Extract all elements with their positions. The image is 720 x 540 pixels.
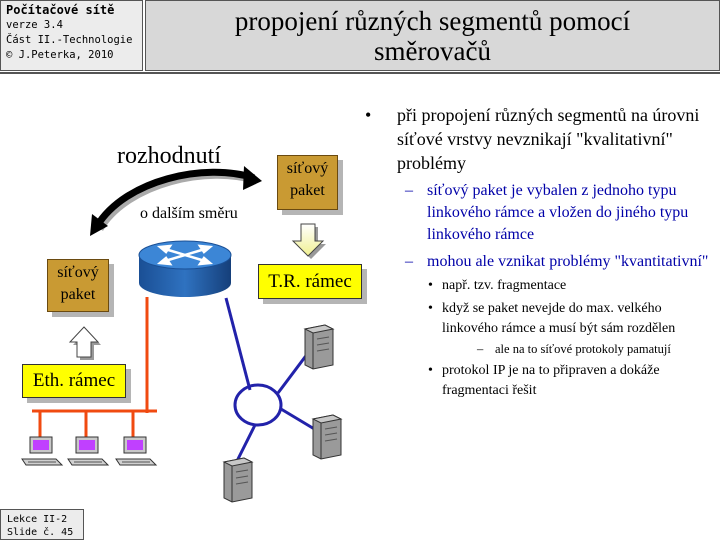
packet-right: síťový paket	[277, 155, 338, 210]
server-icon	[303, 324, 335, 370]
bullet-sub-2-subitem: –ale na to síťové protokoly pamatují	[365, 341, 715, 358]
packet-left: síťový paket	[47, 259, 109, 312]
server-icon	[311, 414, 343, 460]
network-diagram	[21, 166, 343, 503]
eth-frame: Eth. rámec	[22, 364, 126, 398]
slide-title-line-1: propojení různých segmentů pomocí	[234, 6, 631, 36]
slide-footer: Lekce II-2 Slide č. 45	[0, 509, 84, 540]
header-divider	[0, 72, 720, 74]
dash-marker: –	[477, 342, 484, 356]
bullet-sub-2-item-1-text: např. tzv. fragmentace	[442, 278, 567, 293]
decision-arrow	[90, 166, 262, 236]
bullet-main-text: při propojení různých segmentů na úrovni…	[397, 105, 700, 173]
direction-label: o dalším směru	[140, 205, 238, 222]
bullet-marker: •	[428, 301, 433, 316]
router-icon	[138, 240, 232, 297]
bullet-marker: •	[428, 363, 433, 378]
bullet-sub-2-item-3-text: protokol IP je na to připraven a dokáže …	[442, 363, 660, 398]
bullet-sub-2-item-3: • protokol IP je na to připraven a dokáže…	[365, 361, 715, 401]
slide-title: propojení různých segmentů pomocí směrov…	[145, 0, 720, 71]
packet-right-line-1: síťový	[286, 160, 329, 177]
bullet-sub-2-item-1: • např. tzv. fragmentace	[365, 276, 715, 296]
ethernet-bus	[32, 297, 157, 440]
server-icon	[222, 457, 254, 503]
workstation-icon	[67, 436, 110, 466]
packet-left-line-2: paket	[60, 286, 96, 303]
bullet-sub-2-subitem-text: ale na to síťové protokoly pamatují	[495, 342, 671, 356]
slide-number: Slide č. 45	[7, 527, 74, 538]
bullet-sub-2: –mohou ale vznikat problémy "kvantitativ…	[365, 251, 715, 273]
up-arrow-icon	[68, 326, 101, 360]
course-part: Část II.-Technologie	[6, 34, 133, 46]
lesson-label: Lekce II-2	[7, 514, 68, 525]
tr-frame: T.R. rámec	[258, 264, 362, 299]
bullet-marker: •	[428, 278, 433, 293]
bullet-sub-2-item-2-text: když se paket nevejde do max. velkého li…	[442, 301, 676, 336]
bullet-sub-1: –síťový paket je vybalen z jednoho typu …	[365, 180, 715, 246]
dash-marker: –	[405, 182, 413, 199]
workstation-icon	[21, 436, 64, 466]
bullet-main: • při propojení různých segmentů na úrovn…	[365, 103, 715, 175]
slide-title-line-2: směrovačů	[374, 36, 491, 66]
course-version: verze 3.4	[6, 19, 63, 31]
packet-right-line-2: paket	[290, 182, 325, 199]
down-arrow-icon	[291, 223, 326, 259]
bullet-sub-2-text: mohou ale vznikat problémy "kvantitativn…	[427, 253, 709, 270]
decision-label: rozhodnutí	[117, 143, 221, 169]
packet-left-line-1: síťový	[57, 264, 99, 281]
course-name: Počítačové sítě	[6, 3, 115, 17]
bullet-marker: •	[365, 105, 372, 125]
token-ring	[224, 297, 317, 464]
bullet-list: • při propojení různých segmentů na úrovn…	[365, 103, 715, 401]
dash-marker: –	[405, 253, 413, 270]
bullet-sub-1-text: síťový paket je vybalen z jednoho typu l…	[427, 182, 689, 243]
bullet-sub-2-item-2: • když se paket nevejde do max. velkého l…	[365, 299, 715, 339]
workstation-icon	[115, 436, 158, 466]
course-info-box: Počítačové sítě verze 3.4 Část II.-Techn…	[0, 0, 143, 71]
copyright: © J.Peterka, 2010	[6, 49, 114, 61]
